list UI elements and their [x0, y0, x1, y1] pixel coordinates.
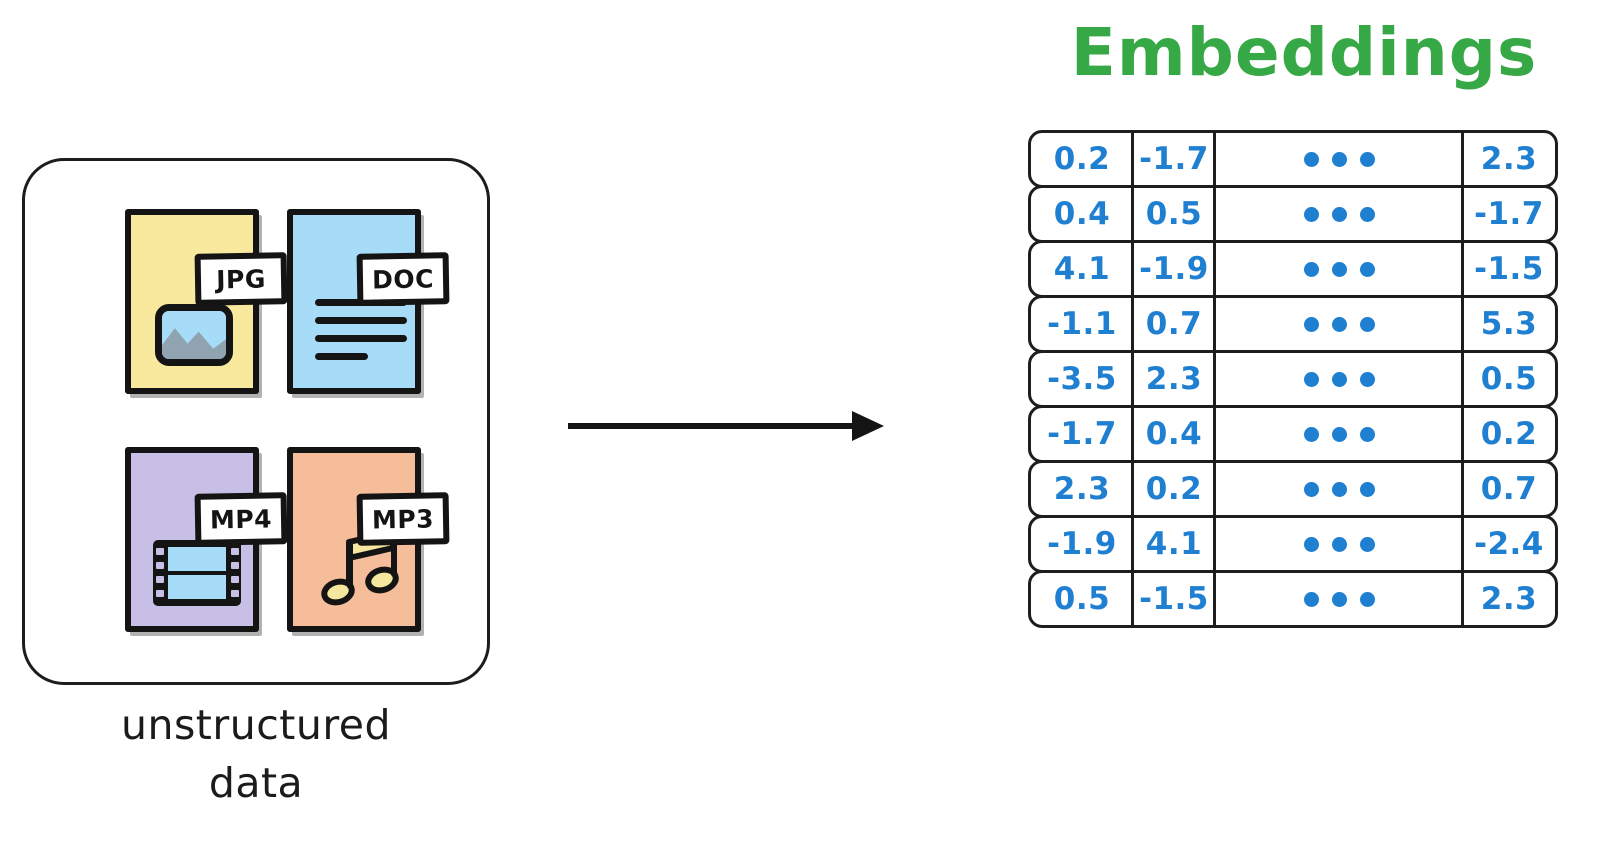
ellipsis-dots-icon: [1303, 371, 1375, 387]
ellipsis-dots-icon: [1303, 536, 1375, 552]
ellipsis-cell: [1213, 185, 1463, 243]
embeddings-row: -3.5 2.3 0.5: [1028, 350, 1558, 408]
embeddings-value-cell: 2.3: [1461, 130, 1555, 188]
embeddings-value-cell: 2.3: [1461, 570, 1555, 628]
ellipsis-cell: [1213, 405, 1463, 463]
embeddings-value-cell: 0.5: [1053, 581, 1111, 617]
ellipsis-dots-icon: [1303, 316, 1375, 332]
embeddings-value-cell: 0.7: [1131, 295, 1215, 353]
film-strip-glyph: [153, 539, 241, 606]
embeddings-row: -1.7 0.4 0.2: [1028, 405, 1558, 463]
embeddings-value-cell: -1.7: [1131, 130, 1215, 188]
embeddings-row: 0.5 -1.5 2.3: [1028, 570, 1558, 628]
embeddings-value-cell: 2.3: [1053, 471, 1111, 507]
embeddings-value-cell: -1.7: [1461, 185, 1555, 243]
file-tag-mp3: MP3: [356, 491, 450, 546]
embeddings-value-cell: -1.7: [1047, 416, 1117, 452]
caption-line-1: unstructured: [120, 701, 392, 749]
embeddings-value-cell: 0.4: [1053, 196, 1111, 232]
embeddings-value-cell: 2.3: [1131, 350, 1215, 408]
image-glyph: [155, 304, 233, 366]
ellipsis-dots-icon: [1303, 261, 1375, 277]
embeddings-value-cell: 0.2: [1461, 405, 1555, 463]
ellipsis-cell: [1213, 570, 1463, 628]
embeddings-row: 2.3 0.2 0.7: [1028, 460, 1558, 518]
ellipsis-cell: [1213, 460, 1463, 518]
file-tag-jpg: JPG: [194, 252, 288, 306]
embeddings-value-cell: -1.5: [1461, 240, 1555, 298]
ellipsis-cell: [1213, 240, 1463, 298]
file-item-doc[interactable]: DOC: [277, 201, 459, 415]
file-item-jpg[interactable]: JPG: [73, 201, 288, 415]
right-arrow-icon: [566, 405, 890, 447]
unstructured-data-panel: JPG DOC MP4: [22, 158, 490, 685]
file-item-mp4[interactable]: MP4: [73, 439, 288, 653]
embeddings-value-cell: -1.9: [1047, 526, 1117, 562]
embeddings-title: Embeddings: [1070, 14, 1538, 91]
embeddings-value-cell: -2.4: [1461, 515, 1555, 573]
file-tag-doc: DOC: [356, 252, 450, 306]
ellipsis-dots-icon: [1303, 426, 1375, 442]
file-tag-mp4: MP4: [194, 491, 288, 546]
text-lines-glyph: [315, 299, 407, 360]
embeddings-value-cell: -3.5: [1047, 361, 1117, 397]
embeddings-value-cell: 5.3: [1461, 295, 1555, 353]
embeddings-value-cell: 0.2: [1131, 460, 1215, 518]
embeddings-value-cell: 0.2: [1053, 141, 1111, 177]
embeddings-value-cell: 4.1: [1053, 251, 1111, 287]
file-item-mp3[interactable]: MP3: [277, 439, 459, 653]
unstructured-data-caption: unstructured data: [22, 696, 490, 812]
embeddings-value-cell: 0.5: [1131, 185, 1215, 243]
ellipsis-cell: [1213, 130, 1463, 188]
caption-line-2: data: [208, 759, 304, 808]
embeddings-value-cell: 0.7: [1461, 460, 1555, 518]
ellipsis-dots-icon: [1303, 591, 1375, 607]
embeddings-row: 4.1 -1.9 -1.5: [1028, 240, 1558, 298]
ellipsis-dots-icon: [1303, 206, 1375, 222]
ellipsis-dots-icon: [1303, 481, 1375, 497]
embeddings-value-cell: -1.5: [1131, 570, 1215, 628]
embeddings-value-cell: 4.1: [1131, 515, 1215, 573]
ellipsis-dots-icon: [1303, 151, 1375, 167]
embeddings-value-cell: 0.5: [1461, 350, 1555, 408]
ellipsis-cell: [1213, 515, 1463, 573]
embeddings-value-cell: -1.9: [1131, 240, 1215, 298]
embeddings-value-cell: -1.1: [1047, 306, 1117, 342]
file-icon-grid: JPG DOC MP4: [25, 161, 487, 682]
embeddings-row: 0.4 0.5 -1.7: [1028, 185, 1558, 243]
embeddings-row: -1.1 0.7 5.3: [1028, 295, 1558, 353]
embeddings-row: -1.9 4.1 -2.4: [1028, 515, 1558, 573]
ellipsis-cell: [1213, 350, 1463, 408]
embeddings-value-cell: 0.4: [1131, 405, 1215, 463]
embeddings-row: 0.2 -1.7 2.3: [1028, 130, 1558, 188]
ellipsis-cell: [1213, 295, 1463, 353]
